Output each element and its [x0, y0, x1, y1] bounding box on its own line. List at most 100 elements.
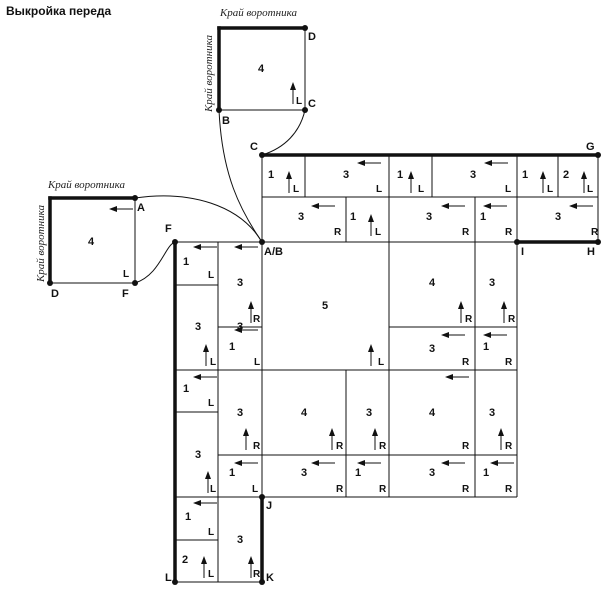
pattern-piece: 2L [563, 169, 593, 195]
piece-number: 1 [350, 211, 356, 223]
pattern-piece: 3 [234, 244, 258, 289]
piece-number: 4 [301, 407, 308, 419]
pattern-piece: 3R [298, 203, 342, 238]
piece-number: 3 [489, 407, 495, 419]
pattern-piece: 1L [183, 244, 217, 281]
piece-number: 1 [522, 169, 528, 181]
piece-side-mark: L [375, 227, 381, 238]
piece-number: 4 [429, 407, 436, 419]
point-label-c: C [250, 141, 258, 153]
pattern-piece: 1R [483, 332, 513, 368]
piece-number: 1 [483, 467, 489, 479]
pattern-piece: 3R [366, 407, 387, 452]
pattern-piece: 1L [183, 374, 217, 409]
pattern-piece: 4R [429, 277, 473, 325]
piece-number: 3 [195, 449, 201, 461]
grain-arrow-up-icon [458, 301, 464, 323]
grain-arrow-up-icon [243, 428, 249, 450]
piece-side-mark: R [505, 484, 513, 495]
piece-number: 4 [258, 63, 265, 75]
pattern-piece: 1L [350, 211, 381, 238]
piece-number: 1 [268, 169, 274, 181]
piece-side-mark: R [253, 441, 261, 452]
point-label-k: K [266, 572, 274, 584]
grain-arrow-left-icon [441, 203, 465, 209]
grain-arrow-up-icon [286, 171, 292, 193]
grain-arrow-left-icon [193, 500, 217, 506]
pattern-piece: 4L [88, 206, 133, 280]
pattern-piece: 3R [301, 460, 344, 495]
piece-side-mark: R [462, 441, 470, 452]
piece-number: 1 [185, 511, 191, 523]
pattern-piece: 1L [397, 169, 424, 195]
pattern-piece: 4R [429, 374, 470, 452]
pattern-piece: 2L [182, 554, 214, 580]
grain-arrow-up-icon [205, 471, 211, 493]
grain-arrow-up-icon [581, 171, 587, 193]
grain-arrow-up-icon [372, 428, 378, 450]
pattern-piece: 3L [470, 160, 511, 195]
piece-side-mark: L [208, 569, 214, 580]
collar-edge-labels: Край воротника Край воротника Край ворот… [35, 7, 297, 283]
piece-side-mark: L [296, 96, 302, 107]
grain-arrow-up-icon [540, 171, 546, 193]
piece-number: 3 [343, 169, 349, 181]
piece-number: 1 [229, 341, 235, 353]
pattern-piece: 3R [237, 301, 261, 333]
pattern-piece: 3R [489, 407, 513, 452]
point-label-g: G [586, 141, 595, 153]
pattern-piece: 3L [343, 160, 382, 195]
pattern-piece: 3R [489, 277, 516, 325]
piece-side-mark: R [508, 314, 516, 325]
piece-side-mark: R [336, 484, 344, 495]
grain-arrow-left-icon [311, 203, 335, 209]
pattern-piece: 5L [322, 300, 384, 368]
piece-side-mark: L [587, 184, 593, 195]
piece-side-mark: L [208, 398, 214, 409]
grain-arrow-up-icon [329, 428, 335, 450]
pattern-pieces: 4L4L1L3L1L3L1L2L3R1L3R1R3R1L35L4R3R3L1L3… [88, 63, 599, 580]
piece-side-mark: L [208, 270, 214, 281]
pattern-piece: 3R [237, 407, 261, 452]
piece-number: 1 [183, 256, 189, 268]
piece-number: 3 [470, 169, 476, 181]
pattern-piece: 1L [522, 169, 553, 195]
point-label-j: J [266, 500, 272, 512]
point-label-b: B [222, 115, 230, 127]
grain-arrow-left-icon [483, 332, 507, 338]
point-label-d-left: D [51, 288, 59, 300]
grain-arrow-left-icon [311, 460, 335, 466]
grain-arrow-left-icon [483, 203, 507, 209]
piece-side-mark: L [505, 184, 511, 195]
collar-edge-label-top: Край воротника [219, 7, 297, 19]
point-label-a: A [137, 202, 145, 214]
piece-side-mark: R [462, 227, 470, 238]
piece-side-mark: R [505, 227, 513, 238]
grain-arrow-up-icon [290, 82, 296, 104]
piece-side-mark: R [462, 484, 470, 495]
grain-arrow-left-icon [445, 374, 469, 380]
piece-side-mark: R [334, 227, 342, 238]
grain-arrow-up-icon [408, 171, 414, 193]
pattern-piece: 3L [195, 321, 216, 368]
piece-number: 2 [563, 169, 569, 181]
grain-arrow-up-icon [498, 428, 504, 450]
grid-lines [49, 27, 599, 583]
collar-edge-label-left-side: Край воротника [35, 205, 47, 283]
piece-side-mark: R [379, 441, 387, 452]
piece-side-mark: R [591, 227, 599, 238]
pattern-piece: 1L [185, 500, 217, 538]
pattern-piece: 3R [429, 332, 470, 368]
piece-number: 2 [182, 554, 188, 566]
point-label-f: F [165, 223, 172, 235]
piece-side-mark: R [505, 441, 513, 452]
piece-side-mark: L [254, 357, 260, 368]
piece-number: 5 [322, 300, 328, 312]
piece-number: 3 [489, 277, 495, 289]
point-label-l: L [165, 572, 172, 584]
point-label-h: H [587, 246, 595, 258]
point-label-i: I [521, 246, 524, 258]
grain-arrow-left-icon [193, 374, 217, 380]
pattern-piece: 1R [483, 460, 514, 495]
grain-arrow-left-icon [109, 206, 133, 212]
